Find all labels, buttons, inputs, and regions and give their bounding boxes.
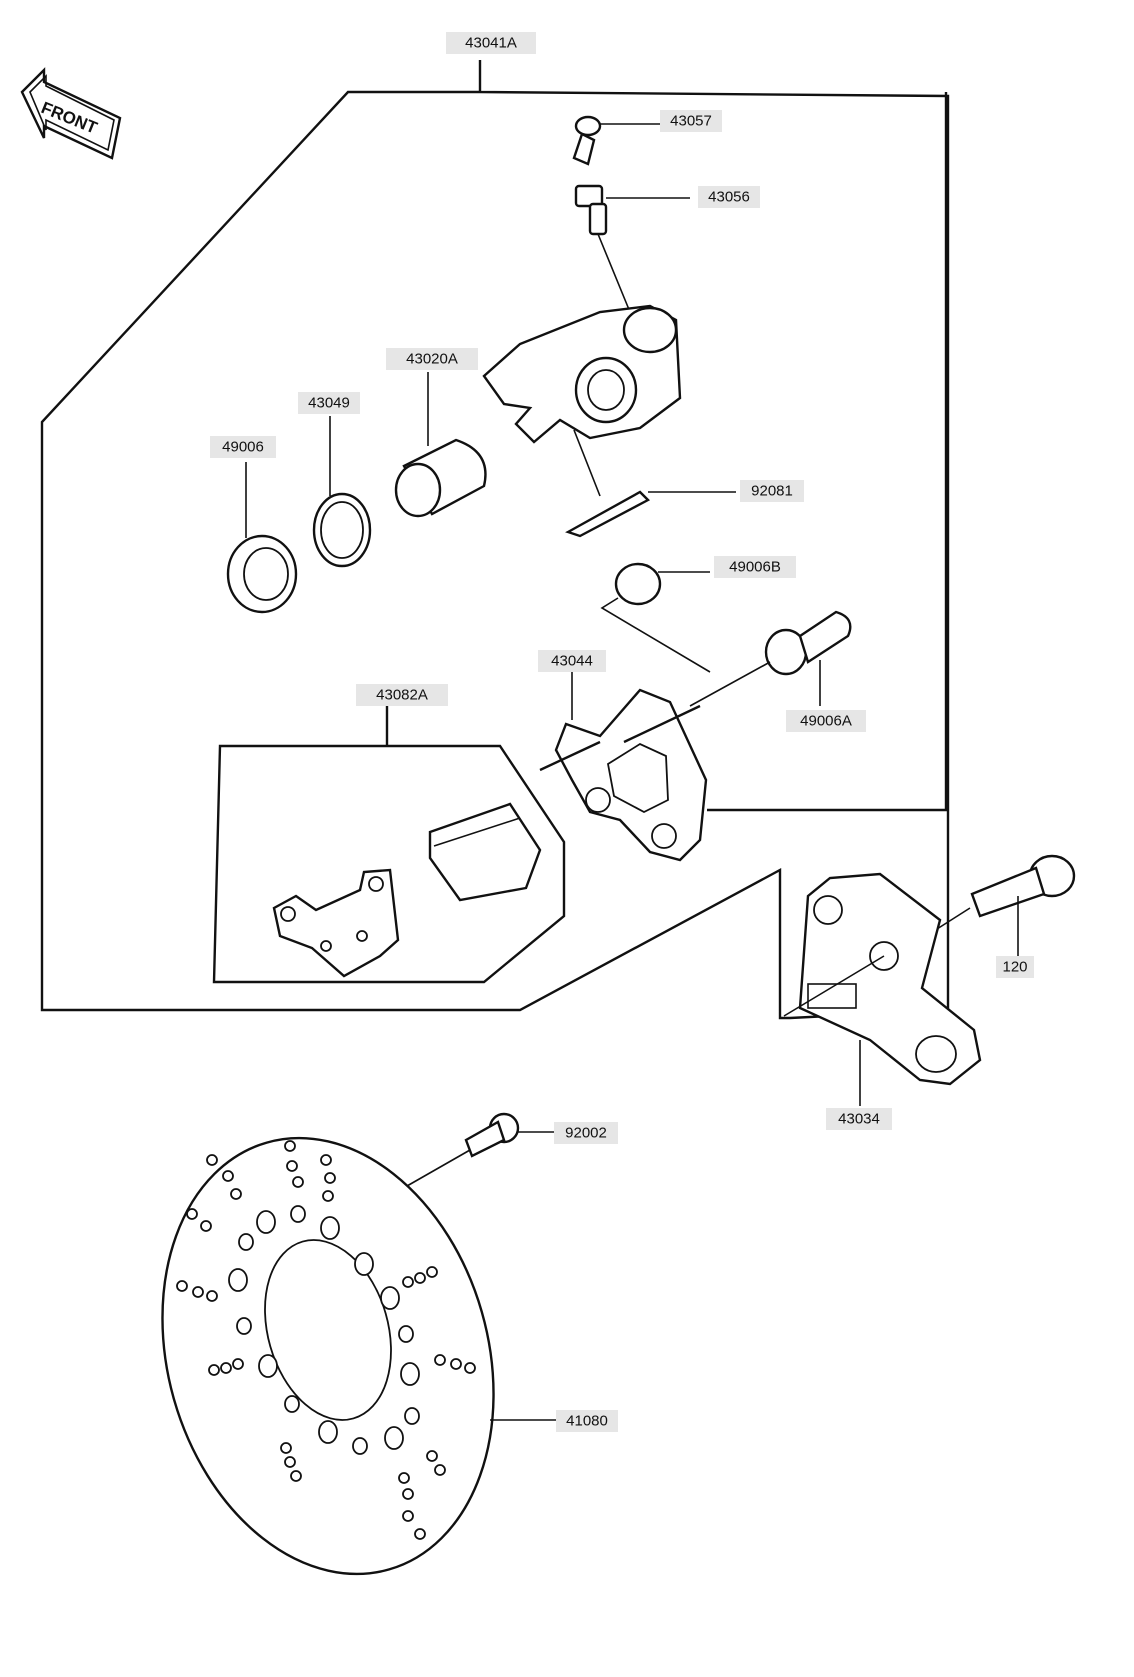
dust-boot [226,462,298,614]
label-43020A: 43020A [386,348,478,370]
label-43034: 43034 [826,1108,892,1130]
bleeder-cap [572,115,660,166]
disc-bolt [399,1112,556,1191]
assembly-outline-right [707,92,948,812]
piston-seal [312,416,372,568]
label-43041A: 43041A [446,32,536,54]
caliper-holder [539,672,708,862]
label-49006-text: 49006 [222,439,264,456]
label-43049-text: 43049 [308,395,350,412]
pin-boot [689,610,852,707]
bleeder-valve [574,184,690,313]
label-43049: 43049 [298,392,360,414]
label-49006: 49006 [210,436,276,458]
caliper-assembly-outline [40,60,950,1020]
caliper-body [482,304,682,497]
label-43020A-text: 43020A [406,351,458,368]
label-43044-text: 43044 [551,653,593,670]
label-92081-text: 92081 [751,483,793,500]
mounting-bolt [925,854,1076,956]
label-43057-text: 43057 [670,113,712,130]
label-49006B-text: 49006B [729,559,781,576]
brake-pad-front [428,802,542,902]
label-43056: 43056 [698,186,760,208]
label-41080-text: 41080 [566,1413,608,1430]
label-43034-text: 43034 [838,1111,880,1128]
pad-spring [565,490,736,538]
label-92002-text: 92002 [565,1125,607,1142]
label-92081: 92081 [740,480,804,502]
brake-pad-plate [272,868,400,978]
label-49006B: 49006B [714,556,796,578]
label-120: 120 [996,956,1034,978]
label-41080: 41080 [556,1410,618,1432]
front-arrow-icon: FRONT [20,67,122,160]
label-43041A-text: 43041A [465,35,517,52]
piston [394,372,487,518]
label-43057: 43057 [660,110,722,132]
label-49006A-text: 49006A [800,713,852,730]
rubber-boot [600,562,711,673]
label-43056-text: 43056 [708,189,750,206]
caliper-bracket [783,872,982,1106]
label-49006A: 49006A [786,710,866,732]
label-43082A-text: 43082A [376,687,428,704]
label-43044: 43044 [538,650,606,672]
label-92002: 92002 [554,1122,618,1144]
label-120-text: 120 [1002,959,1027,976]
label-43082A: 43082A [356,684,448,706]
pad-set-outline [212,706,566,984]
brake-disc [161,1136,556,1576]
disc-hole-pattern [176,1140,476,1540]
